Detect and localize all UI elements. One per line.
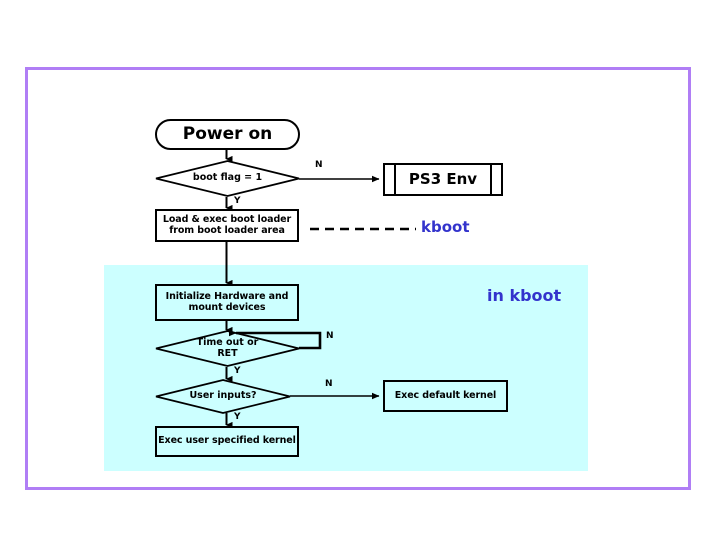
node-load-exec-boot-loader[interactable]: Load & exec boot loader from boot loader…: [155, 209, 299, 242]
node-boot-flag-decision[interactable]: boot flag = 1: [155, 160, 300, 197]
node-user-inputs-label: User inputs?: [189, 390, 257, 402]
node-boot-flag-label: boot flag = 1: [192, 172, 263, 184]
branch-label-userinputs-yes: Y: [234, 412, 241, 422]
node-power-on[interactable]: Power on: [155, 119, 300, 150]
node-exec-default-kernel[interactable]: Exec default kernel: [383, 380, 508, 412]
node-initialize-hardware[interactable]: Initialize Hardware and mount devices: [155, 284, 299, 321]
branch-label-timeout-no: N: [326, 331, 334, 341]
node-load-exec-boot-loader-label: Load & exec boot loader from boot loader…: [162, 213, 292, 236]
node-exec-user-specified-kernel-label: Exec user specified kernel: [158, 435, 296, 447]
kboot-region-highlight: [104, 265, 588, 471]
node-user-inputs-decision[interactable]: User inputs?: [155, 379, 291, 414]
node-time-out-or-ret-label: Time out or RET: [196, 336, 259, 359]
branch-label-bootflag-yes: Y: [234, 196, 241, 206]
annotation-kboot: kboot: [421, 218, 470, 236]
node-exec-default-kernel-label: Exec default kernel: [394, 389, 497, 401]
branch-label-timeout-yes: Y: [234, 366, 241, 376]
branch-label-bootflag-no: N: [315, 160, 323, 170]
node-ps3-env[interactable]: PS3 Env: [383, 163, 503, 196]
node-power-on-label: Power on: [182, 123, 273, 144]
node-exec-user-specified-kernel[interactable]: Exec user specified kernel: [155, 426, 299, 457]
node-ps3-env-label: PS3 Env: [408, 169, 478, 188]
annotation-in-kboot: in kboot: [487, 286, 562, 305]
slide-border-frame: [25, 67, 691, 490]
branch-label-userinputs-no: N: [325, 379, 333, 389]
node-time-out-or-ret-decision[interactable]: Time out or RET: [155, 330, 300, 367]
node-initialize-hardware-label: Initialize Hardware and mount devices: [165, 290, 289, 313]
